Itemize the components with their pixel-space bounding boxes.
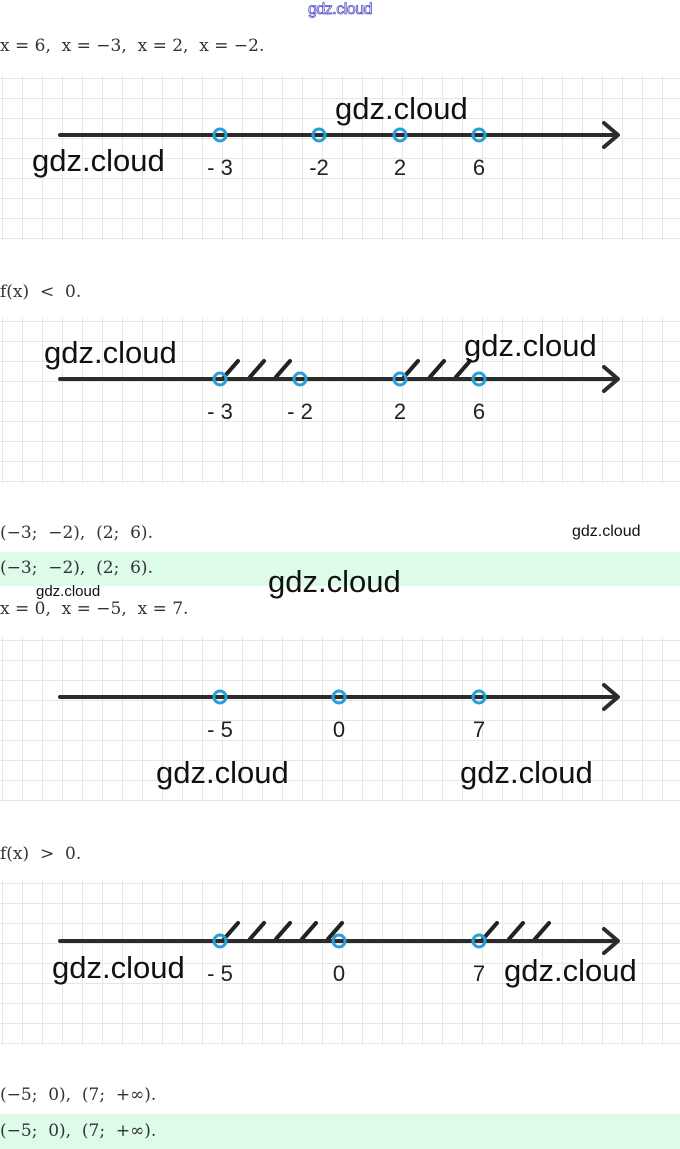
point-marker bbox=[212, 689, 228, 705]
hatch-stroke bbox=[222, 359, 240, 379]
header-watermark: gdz.cloud bbox=[308, 1, 373, 19]
watermark: gdz.cloud bbox=[335, 91, 468, 126]
number-line-svg-4: - 5 0 7 bbox=[58, 921, 620, 986]
tick-label: 0 bbox=[333, 961, 345, 986]
inequality-condition-2: f(x) > 0. bbox=[0, 844, 82, 864]
point-marker bbox=[471, 933, 487, 949]
point-marker bbox=[292, 371, 308, 387]
watermark: gdz.cloud bbox=[464, 328, 597, 363]
tick-label: 2 bbox=[394, 399, 406, 424]
point-marker bbox=[331, 933, 347, 949]
axis-arrow-icon bbox=[602, 683, 620, 711]
number-line-diagram-4: - 5 0 7 gdz.cloud gdz.cloud bbox=[0, 880, 680, 1045]
answer-highlight-text-1: (−3; −2), (2; 6). bbox=[0, 558, 153, 578]
hatch-stroke bbox=[248, 359, 266, 379]
number-line-svg-2: - 3 - 2 2 6 bbox=[58, 359, 620, 424]
tick-label: 2 bbox=[394, 155, 406, 180]
axis-arrow-icon bbox=[602, 121, 620, 149]
hatch-stroke bbox=[326, 921, 344, 941]
point-marker bbox=[311, 127, 327, 143]
number-line-diagram-1: - 3 -2 2 6 gdz.cloud gdz.cloud bbox=[0, 75, 680, 240]
hatch-stroke bbox=[428, 359, 446, 379]
number-line-svg-1: - 3 -2 2 6 bbox=[58, 121, 620, 180]
axis-arrow-icon bbox=[602, 365, 620, 393]
roots-equation-2: x = 0, x = −5, x = 7. bbox=[0, 599, 189, 619]
tick-label: - 5 bbox=[207, 717, 233, 742]
point-marker bbox=[331, 689, 347, 705]
watermark: gdz.cloud bbox=[52, 950, 185, 985]
number-line-diagram-3: - 5 0 7 gdz.cloud gdz.cloud bbox=[0, 637, 680, 802]
watermark: gdz.cloud bbox=[156, 755, 289, 790]
watermark: gdz.cloud bbox=[36, 583, 101, 600]
tick-label: - 5 bbox=[207, 961, 233, 986]
hatch-stroke bbox=[402, 359, 420, 379]
point-marker bbox=[471, 371, 487, 387]
tick-label: 7 bbox=[473, 961, 485, 986]
point-marker bbox=[392, 371, 408, 387]
hatch-stroke bbox=[274, 921, 292, 941]
highlighted-answer-1: (−3; −2), (2; 6). bbox=[0, 552, 680, 586]
hatch-stroke bbox=[300, 921, 318, 941]
tick-label: - 2 bbox=[287, 399, 313, 424]
tick-label: 0 bbox=[333, 717, 345, 742]
hatch-stroke bbox=[274, 359, 292, 379]
watermark: gdz.cloud bbox=[268, 564, 401, 599]
point-marker bbox=[212, 933, 228, 949]
tick-label: 7 bbox=[473, 717, 485, 742]
hatch-stroke bbox=[507, 921, 525, 941]
axis-arrow-icon bbox=[602, 927, 620, 955]
tick-label: - 3 bbox=[207, 399, 233, 424]
tick-label: 6 bbox=[473, 155, 485, 180]
number-line-svg-3: - 5 0 7 bbox=[58, 683, 620, 742]
watermark: gdz.cloud bbox=[504, 953, 637, 988]
answer-intervals-1: (−3; −2), (2; 6). bbox=[0, 523, 153, 543]
tick-label: - 3 bbox=[207, 155, 233, 180]
point-marker bbox=[471, 127, 487, 143]
watermark: gdz.cloud bbox=[32, 143, 165, 178]
point-marker bbox=[471, 689, 487, 705]
hatch-stroke bbox=[248, 921, 266, 941]
point-marker bbox=[212, 371, 228, 387]
hatch-stroke bbox=[222, 921, 240, 941]
answer-highlight-text-2: (−5; 0), (7; +∞). bbox=[0, 1121, 157, 1141]
highlighted-answer-2: (−5; 0), (7; +∞). bbox=[0, 1114, 680, 1149]
roots-equation-1: x = 6, x = −3, x = 2, x = −2. bbox=[0, 36, 265, 56]
hatch-stroke bbox=[533, 921, 551, 941]
watermark: gdz.cloud bbox=[460, 755, 593, 790]
point-marker bbox=[212, 127, 228, 143]
number-line-diagram-2: - 3 - 2 2 6 gdz.cloud gdz.cloud bbox=[0, 318, 680, 483]
watermark: gdz.cloud bbox=[44, 335, 177, 370]
tick-label: 6 bbox=[473, 399, 485, 424]
inequality-condition-1: f(x) < 0. bbox=[0, 282, 82, 302]
hatch-stroke bbox=[454, 359, 472, 379]
tick-label: -2 bbox=[309, 155, 329, 180]
watermark: gdz.cloud bbox=[572, 523, 641, 540]
point-marker bbox=[392, 127, 408, 143]
hatch-stroke bbox=[481, 921, 499, 941]
answer-intervals-2: (−5; 0), (7; +∞). bbox=[0, 1085, 157, 1105]
